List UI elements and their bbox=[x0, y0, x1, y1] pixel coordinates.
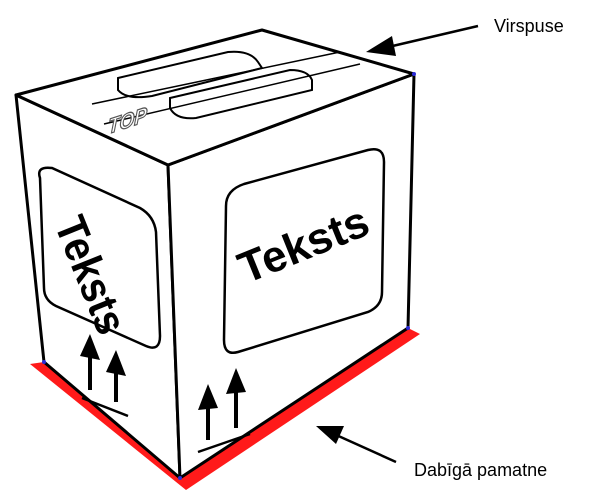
bottom-callout: Dabīgā pamatne bbox=[316, 426, 547, 480]
top-callout-label: Virspuse bbox=[494, 16, 564, 36]
natural-base-highlight bbox=[30, 328, 420, 490]
corner-markers bbox=[42, 72, 416, 480]
box: TOP Teksts Teksts bbox=[14, 28, 416, 480]
top-callout: Virspuse bbox=[366, 16, 564, 56]
bottom-callout-label: Dabīgā pamatne bbox=[414, 460, 547, 480]
top-flaps bbox=[91, 50, 361, 125]
this-side-up-arrows-icon bbox=[197, 368, 251, 454]
right-text-panel: Teksts bbox=[222, 148, 386, 354]
this-side-up-arrows-icon bbox=[80, 334, 129, 418]
